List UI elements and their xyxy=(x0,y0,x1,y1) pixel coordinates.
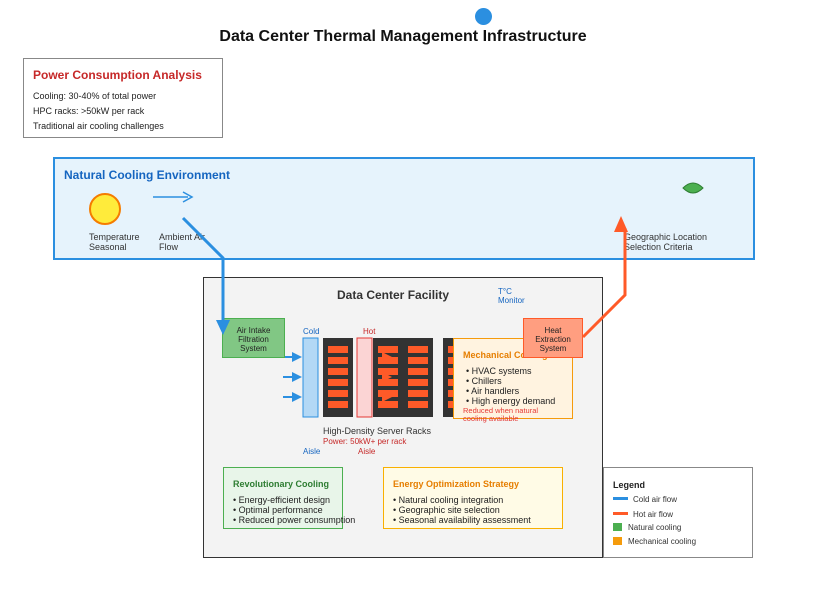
facility-heading: Data Center Facility xyxy=(337,288,450,302)
server-rack-3 xyxy=(403,338,433,417)
list-item: • HVAC systems xyxy=(466,366,532,376)
hot-air-flow-arrow xyxy=(581,216,628,339)
hot-aisle-bottom-label: Aisle xyxy=(358,447,376,456)
page-title: Data Center Thermal Management Infrastru… xyxy=(219,28,587,45)
mechanical-cooling-heading: Mechanical Cooling xyxy=(463,350,548,360)
cold-aisle xyxy=(302,337,319,418)
power-line-cooling: Cooling: 30-40% of total power xyxy=(33,91,157,101)
list-item: • Chillers xyxy=(466,376,502,386)
list-item: • Air handlers xyxy=(466,386,520,396)
legend-heading: Legend xyxy=(613,480,646,490)
cold-aisle-top-label: Cold xyxy=(303,327,320,336)
list-item: • High energy demand xyxy=(466,396,556,406)
leaf-icon xyxy=(682,182,704,194)
cold-air-flow-arrow xyxy=(181,216,230,335)
list-item: • Reduced power consumption xyxy=(233,515,356,525)
legend-box: Legend Cold air flow Hot air flow Natura… xyxy=(603,467,753,558)
hot-aisle xyxy=(356,337,373,418)
legend-mechanical-swatch xyxy=(613,537,622,545)
legend-cold-swatch xyxy=(613,497,628,500)
energy-optimization-box: Energy Optimization Strategy • Natural c… xyxy=(383,467,563,529)
list-item: • Optimal performance xyxy=(233,505,323,515)
list-item: • Natural cooling integration xyxy=(393,495,504,505)
power-line-hpc: HPC racks: >50kW per rack xyxy=(33,106,145,116)
revolutionary-cooling-heading: Revolutionary Cooling xyxy=(233,479,330,489)
revolutionary-cooling-list: • Energy-efficient design • Optimal perf… xyxy=(233,495,355,525)
top-blue-indicator xyxy=(475,8,492,25)
hot-aisle-top-label: Hot xyxy=(363,327,376,336)
natural-cooling-heading: Natural Cooling Environment xyxy=(64,168,231,182)
revolutionary-cooling-box: Revolutionary Cooling • Energy-efficient… xyxy=(223,467,355,529)
server-rack-2 xyxy=(373,338,403,417)
energy-optimization-list: • Natural cooling integration • Geograph… xyxy=(393,495,531,525)
legend-natural-label: Natural cooling xyxy=(628,523,682,532)
legend-natural-swatch xyxy=(613,523,622,531)
legend-hot-label: Hot air flow xyxy=(633,510,674,519)
hot-air-arrows xyxy=(382,352,392,402)
list-item: • Geographic site selection xyxy=(393,505,500,515)
energy-optimization-heading: Energy Optimization Strategy xyxy=(393,479,520,489)
mechanical-cooling-list: • HVAC systems • Chillers • Air handlers… xyxy=(466,366,555,406)
server-racks-power: Power: 50kW+ per rack xyxy=(323,437,407,446)
server-rack-1 xyxy=(323,338,353,417)
server-racks-label: High-Density Server Racks xyxy=(323,426,432,436)
ambient-arrow-icon xyxy=(153,191,194,203)
legend-hot-swatch xyxy=(613,512,628,515)
power-consumption-heading: Power Consumption Analysis xyxy=(33,68,202,82)
list-item: • Energy-efficient design xyxy=(233,495,331,505)
list-item: • Seasonal availability assessment xyxy=(393,515,531,525)
legend-mechanical-label: Mechanical cooling xyxy=(628,537,697,546)
cold-air-arrows xyxy=(258,352,302,402)
legend-cold-label: Cold air flow xyxy=(633,495,678,504)
sun-icon xyxy=(89,193,121,225)
cold-aisle-bottom-label: Aisle xyxy=(303,447,321,456)
power-line-traditional: Traditional air cooling challenges xyxy=(33,121,164,131)
power-consumption-box: Power Consumption Analysis Cooling: 30-4… xyxy=(23,58,223,138)
